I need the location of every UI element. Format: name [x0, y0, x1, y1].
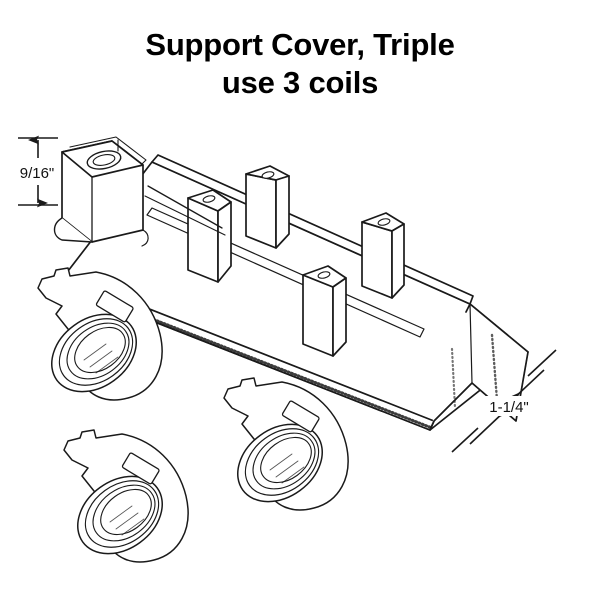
dimension-depth-1-1-4	[451, 349, 557, 453]
depth-tick-upper	[527, 349, 557, 377]
cover-floor-detail-line-a	[147, 185, 223, 229]
support-cover-part	[53, 136, 529, 431]
coil-2	[63, 429, 189, 563]
coil-3-slot	[281, 400, 320, 433]
coil-1-slot	[95, 290, 134, 323]
dimension-depth-label: 1-1/4"	[489, 399, 529, 416]
coil-3-bore-hatching	[269, 453, 305, 484]
tab-2-face	[245, 173, 277, 249]
tab-3-hole	[317, 271, 331, 279]
coil-3	[223, 377, 349, 511]
depth-text-mask	[476, 396, 542, 416]
cover-tab-2	[245, 165, 290, 249]
cover-left-housing	[53, 136, 149, 247]
cover-floor-detail-line-b	[144, 195, 226, 236]
tab-3-side	[332, 277, 347, 357]
dimension-height-9-16	[6, 135, 68, 208]
dim-text-mask	[6, 161, 68, 182]
depth-arrow-upper	[508, 369, 545, 405]
cover-end-wall-edge-left	[469, 303, 473, 384]
coil-2-bore-hatching	[109, 505, 145, 536]
cover-end-wall-shading-a	[490, 333, 499, 402]
cover-tab-1	[187, 189, 232, 283]
tab-1-side	[217, 201, 232, 283]
coil-1	[37, 267, 163, 401]
tab-1-hole	[202, 195, 216, 203]
cover-tab-3	[302, 265, 347, 357]
dimension-height-label: 9/16"	[20, 165, 55, 182]
tab-4-side	[391, 223, 405, 299]
coil-1-bore-hatching	[83, 343, 119, 374]
cover-end-wall-shading-b	[450, 347, 457, 410]
housing-foot-right	[141, 229, 149, 247]
tab-3-face	[302, 274, 334, 357]
tab-2-hole	[261, 171, 275, 179]
tab-2-side	[275, 175, 290, 249]
cover-tab-4	[361, 212, 405, 299]
tab-4-hole	[377, 218, 391, 226]
tab-4-face	[361, 221, 393, 299]
housing-oval-inner	[92, 154, 116, 166]
housing-foot-left	[53, 217, 93, 243]
housing-top-lip	[69, 136, 147, 167]
depth-tick-lower	[451, 427, 479, 453]
coil-2-slot	[121, 452, 160, 485]
cover-back-rail-crease	[157, 154, 474, 297]
